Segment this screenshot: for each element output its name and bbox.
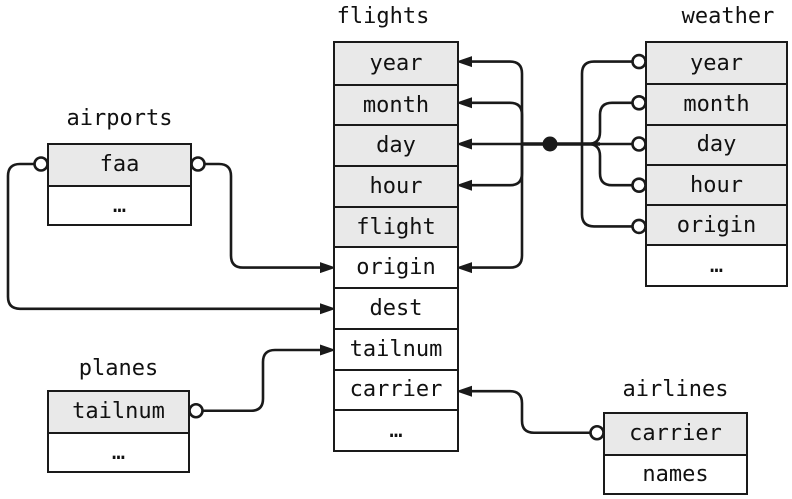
table-title-planes: planes <box>78 356 159 381</box>
relation-weather-year-branch <box>580 60 633 144</box>
arrowhead-flights-year <box>456 56 472 68</box>
flights-row-year: year <box>335 43 457 84</box>
relation-airports-faa-to-flights-dest-line <box>6 162 321 311</box>
key-port-weather-origin <box>631 218 647 235</box>
relation-flights-origin-branch <box>471 144 524 269</box>
relation-flights-hour-branch <box>471 144 524 187</box>
table-title-airports: airports <box>66 106 173 131</box>
junction-dot <box>542 136 558 152</box>
airlines-row-carrier: carrier <box>605 414 746 454</box>
weather-row-origin: origin <box>647 204 786 245</box>
key-port-planes-tailnum <box>188 402 204 419</box>
table-title-flights: flights <box>336 4 430 29</box>
flights-row-month: month <box>335 83 457 125</box>
relation-weather-origin-branch <box>580 144 633 228</box>
table-airports: faa… <box>47 143 192 226</box>
arrowhead-flights-day <box>456 138 472 150</box>
relation-airlines-carrier-to-flights-carrier-line <box>471 389 591 435</box>
flights-row-dest: dest <box>335 287 457 328</box>
airports-row-faa: faa <box>49 145 190 185</box>
table-title-weather: weather <box>681 4 775 29</box>
key-port-airlines-carrier <box>589 424 605 441</box>
key-port-airports-faa-left <box>33 156 49 172</box>
flights-row-carrier: carrier <box>335 368 457 410</box>
arrowhead-flights-dest <box>320 303 336 315</box>
planes-row-more: … <box>49 431 188 471</box>
table-title-airlines: airlines <box>622 377 729 402</box>
key-port-weather-month <box>631 95 647 111</box>
airports-row-more: … <box>49 184 190 224</box>
airlines-row-names: names <box>605 453 746 493</box>
key-port-weather-year <box>631 53 647 70</box>
flights-row-day: day <box>335 124 457 166</box>
planes-row-tailnum: tailnum <box>49 392 188 432</box>
relation-flights-year-branch <box>471 60 524 144</box>
relation-flights-month-branch <box>471 101 524 144</box>
flights-row-origin: origin <box>335 246 457 288</box>
arrowhead-flights-carrier <box>456 385 472 397</box>
arrowhead-flights-tailnum <box>320 344 336 356</box>
key-port-weather-day <box>631 136 647 152</box>
arrowhead-flights-origin-left <box>320 262 336 274</box>
weather-row-hour: hour <box>647 163 786 205</box>
relation-weather-hour-branch <box>587 142 633 187</box>
arrowhead-flights-month <box>456 97 472 109</box>
arrowhead-flights-origin-right <box>456 262 472 274</box>
flights-row-flight: flight <box>335 205 457 247</box>
flights-row-more: … <box>335 409 457 450</box>
weather-row-day: day <box>647 123 786 164</box>
table-planes: tailnum… <box>47 390 190 473</box>
flights-row-tailnum: tailnum <box>335 327 457 369</box>
key-port-airports-faa-right <box>190 156 206 172</box>
flights-row-hour: hour <box>335 165 457 206</box>
relation-airports-faa-to-flights-origin-line <box>204 162 321 269</box>
arrowhead-flights-hour <box>456 179 472 191</box>
weather-row-month: month <box>647 83 786 124</box>
relation-weather-month-branch <box>587 101 633 146</box>
weather-row-more: … <box>647 244 786 285</box>
relation-planes-tailnum-to-flights-tailnum-line <box>202 348 321 413</box>
key-port-weather-hour <box>631 177 647 193</box>
weather-row-year: year <box>647 43 786 84</box>
